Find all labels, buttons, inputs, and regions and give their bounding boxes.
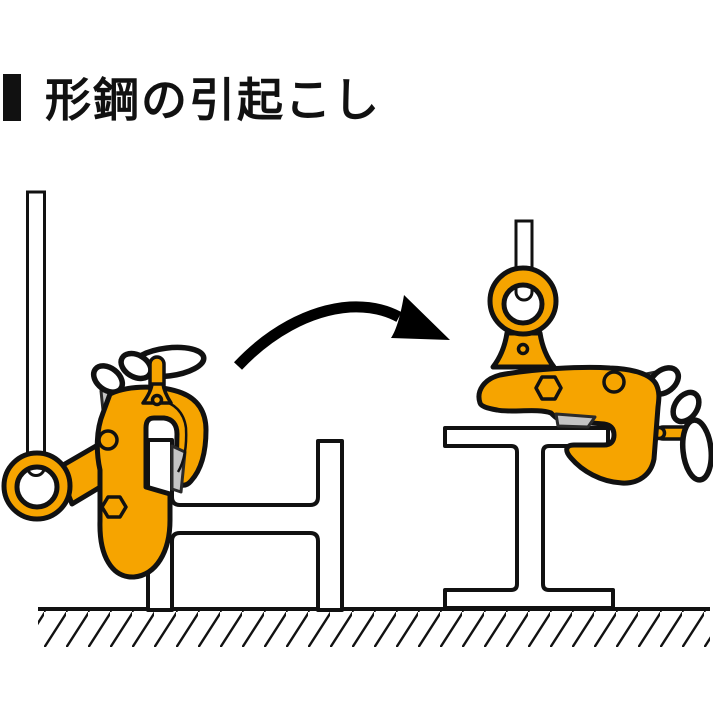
left-hex-bolt bbox=[100, 495, 128, 519]
right-cam-in-jaw bbox=[554, 412, 597, 429]
left-clamp-assembly bbox=[1, 190, 209, 580]
right-body-hole bbox=[602, 370, 626, 394]
page-title: 形鋼の引起こし bbox=[45, 74, 381, 126]
right-clamp-eye-ring bbox=[487, 265, 559, 337]
left-lever-base bbox=[141, 382, 173, 405]
right-clamp-body-and-jaw bbox=[476, 364, 662, 486]
right-hex-bolt bbox=[534, 375, 563, 401]
left-clamp-body-and-jaw bbox=[94, 384, 209, 580]
page-header: 形鋼の引起こし bbox=[3, 64, 381, 130]
right-hanging-ring bbox=[679, 417, 713, 483]
ground bbox=[38, 607, 710, 647]
i-beam-upright bbox=[443, 426, 615, 610]
h-beam-lying-on-side bbox=[146, 438, 344, 612]
left-clamp-eye-ring bbox=[1, 450, 73, 522]
right-chain-link-2 bbox=[670, 389, 702, 425]
left-body-hole bbox=[97, 429, 119, 451]
left-wire-rope bbox=[26, 190, 46, 477]
title-bullet-square bbox=[3, 73, 21, 121]
ground-hatching bbox=[38, 611, 710, 647]
right-pivot-pin bbox=[516, 342, 530, 356]
right-clamp-assembly bbox=[476, 219, 713, 486]
rotation-arrow bbox=[233, 295, 450, 370]
left-pivot-pin bbox=[150, 393, 164, 407]
